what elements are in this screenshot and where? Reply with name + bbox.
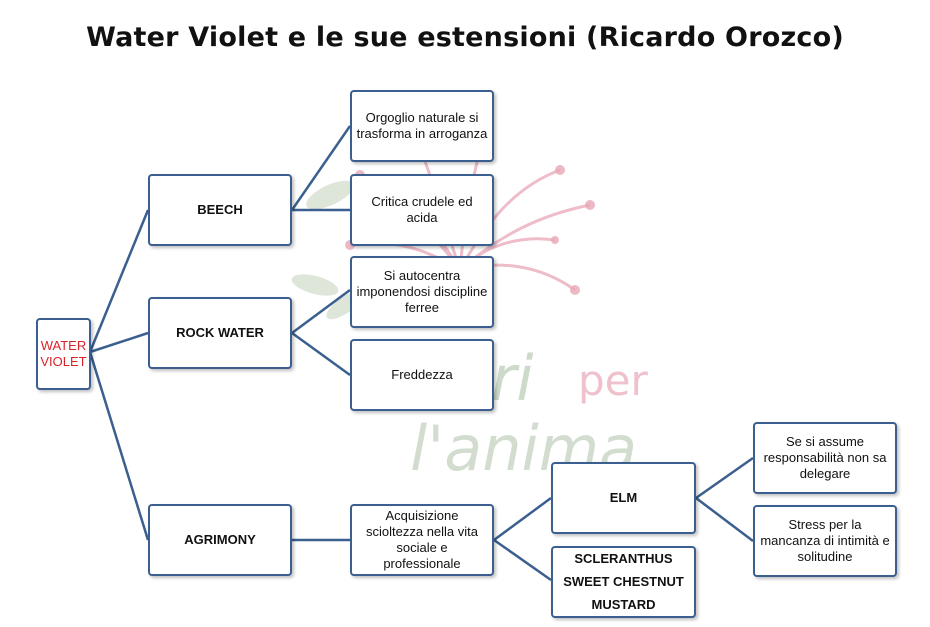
node-other-remedies: SCLERANTHUS SWEET CHESTNUT MUSTARD <box>551 546 696 618</box>
remedy-mustard: MUSTARD <box>591 597 656 612</box>
node-water-violet: WATER VIOLET <box>36 318 91 390</box>
node-agrimony: AGRIMONY <box>148 504 292 576</box>
node-elm-trait-1: Se si assume responsabilità non sa deleg… <box>753 422 897 494</box>
node-beech-trait-1: Orgoglio naturale si trasforma in arroga… <box>350 90 494 162</box>
remedy-scleranthus: SCLERANTHUS <box>574 551 673 566</box>
node-agrimony-trait: Acquisizione scioltezza nella vita socia… <box>350 504 494 576</box>
node-beech: BEECH <box>148 174 292 246</box>
node-elm-trait-2: Stress per la mancanza di intimità e sol… <box>753 505 897 577</box>
node-elm: ELM <box>551 462 696 534</box>
remedy-sweet-chestnut: SWEET CHESTNUT <box>563 574 684 589</box>
diagram-title: Water Violet e le sue estensioni (Ricard… <box>86 22 844 53</box>
node-beech-trait-2: Critica crudele ed acida <box>350 174 494 246</box>
watermark-text-2: per <box>578 356 649 405</box>
node-rock-water: ROCK WATER <box>148 297 292 369</box>
node-rock-trait-1: Si autocentra imponendosi discipline fer… <box>350 256 494 328</box>
node-rock-trait-2: Freddezza <box>350 339 494 411</box>
